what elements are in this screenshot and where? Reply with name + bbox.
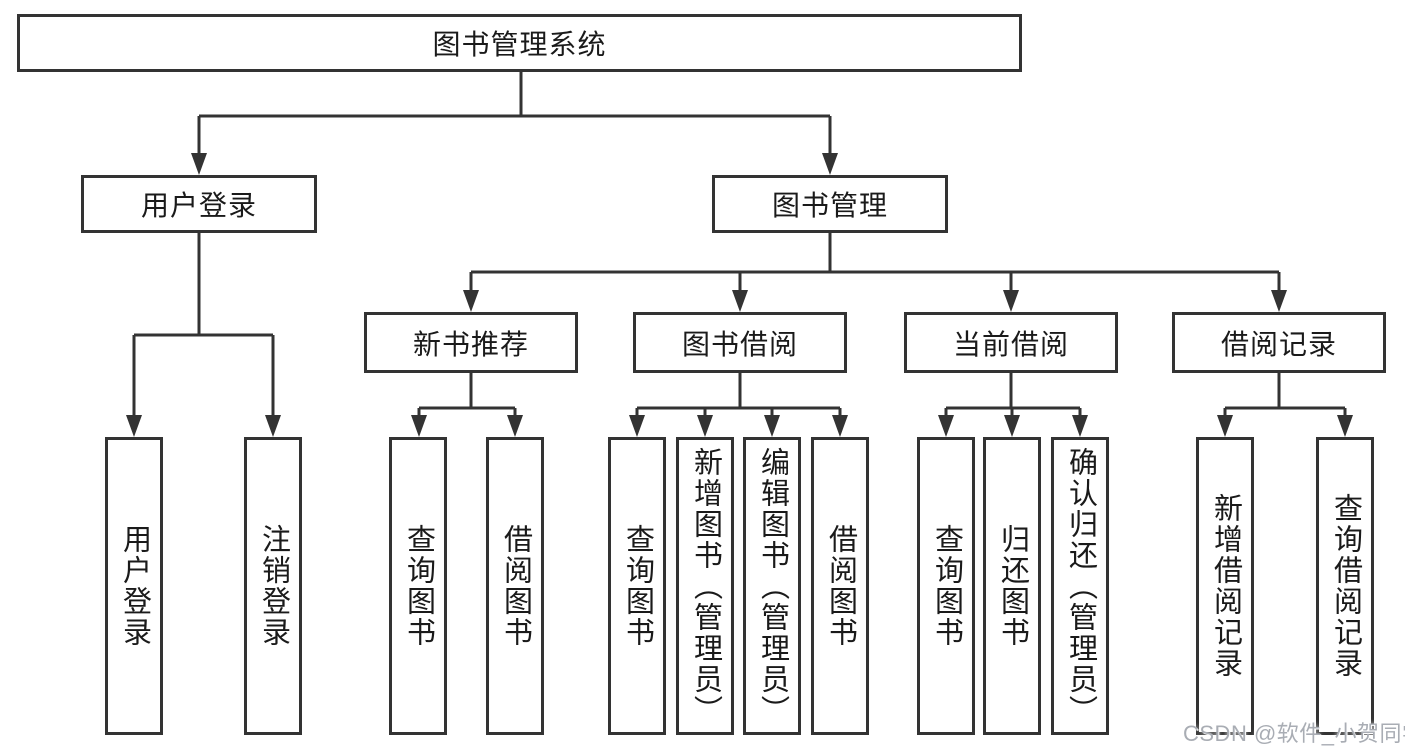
- node-user-login: 用户登录: [81, 175, 317, 233]
- leaf-query-borrow-record-label: 查询借阅记录: [1329, 493, 1362, 679]
- leaf-add-borrow-record: 新增借阅记录: [1196, 437, 1254, 735]
- node-book-management-label: 图书管理: [771, 190, 888, 221]
- leaf-edit-book-admin: 编辑图书（管理员）: [743, 437, 801, 735]
- leaf-query-books-borrow-label: 查询图书: [621, 524, 654, 648]
- leaf-add-book-admin: 新增图书（管理员）: [676, 437, 734, 735]
- node-borrow-records: 借阅记录: [1172, 312, 1386, 373]
- leaf-logout: 注销登录: [244, 437, 302, 735]
- node-root-label: 图书管理系统: [432, 29, 607, 60]
- node-borrow-records-label: 借阅记录: [1220, 328, 1337, 360]
- node-current-borrow-label: 当前借阅: [952, 328, 1069, 360]
- node-current-borrow: 当前借阅: [904, 312, 1118, 373]
- leaf-user-login: 用户登录: [105, 437, 163, 735]
- leaf-borrow-books-borrow-label: 借阅图书: [824, 524, 857, 648]
- node-user-login-label: 用户登录: [140, 190, 257, 221]
- node-book-management: 图书管理: [712, 175, 948, 233]
- leaf-query-books-current: 查询图书: [917, 437, 975, 735]
- leaf-logout-label: 注销登录: [257, 524, 290, 648]
- leaf-add-book-admin-label: 新增图书（管理员）: [689, 446, 722, 726]
- node-new-book-recommend: 新书推荐: [364, 312, 578, 373]
- node-book-borrow: 图书借阅: [633, 312, 847, 373]
- leaf-query-borrow-record: 查询借阅记录: [1316, 437, 1374, 735]
- node-root: 图书管理系统: [17, 14, 1022, 72]
- connector-arrowheads: [126, 153, 1353, 437]
- node-book-borrow-label: 图书借阅: [681, 328, 798, 360]
- leaf-query-books-borrow: 查询图书: [608, 437, 666, 735]
- leaf-return-book-label: 归还图书: [996, 524, 1029, 648]
- leaf-user-login-label: 用户登录: [118, 524, 151, 648]
- leaf-borrow-books-borrow: 借阅图书: [811, 437, 869, 735]
- leaf-edit-book-admin-label: 编辑图书（管理员）: [756, 446, 789, 726]
- leaf-confirm-return-admin-label: 确认归还（管理员）: [1064, 446, 1097, 726]
- leaf-borrow-books-recommend: 借阅图书: [486, 437, 544, 735]
- leaf-query-books-recommend-label: 查询图书: [402, 524, 435, 648]
- watermark: CSDN @软件_小贺同学: [1183, 721, 1405, 746]
- leaf-return-book: 归还图书: [983, 437, 1041, 735]
- node-new-book-recommend-label: 新书推荐: [412, 328, 529, 360]
- leaf-query-books-current-label: 查询图书: [930, 524, 963, 648]
- leaf-borrow-books-recommend-label: 借阅图书: [499, 524, 532, 648]
- leaf-add-borrow-record-label: 新增借阅记录: [1209, 493, 1242, 679]
- leaf-confirm-return-admin: 确认归还（管理员）: [1051, 437, 1109, 735]
- leaf-query-books-recommend: 查询图书: [389, 437, 447, 735]
- connector-lines: [132, 72, 1347, 415]
